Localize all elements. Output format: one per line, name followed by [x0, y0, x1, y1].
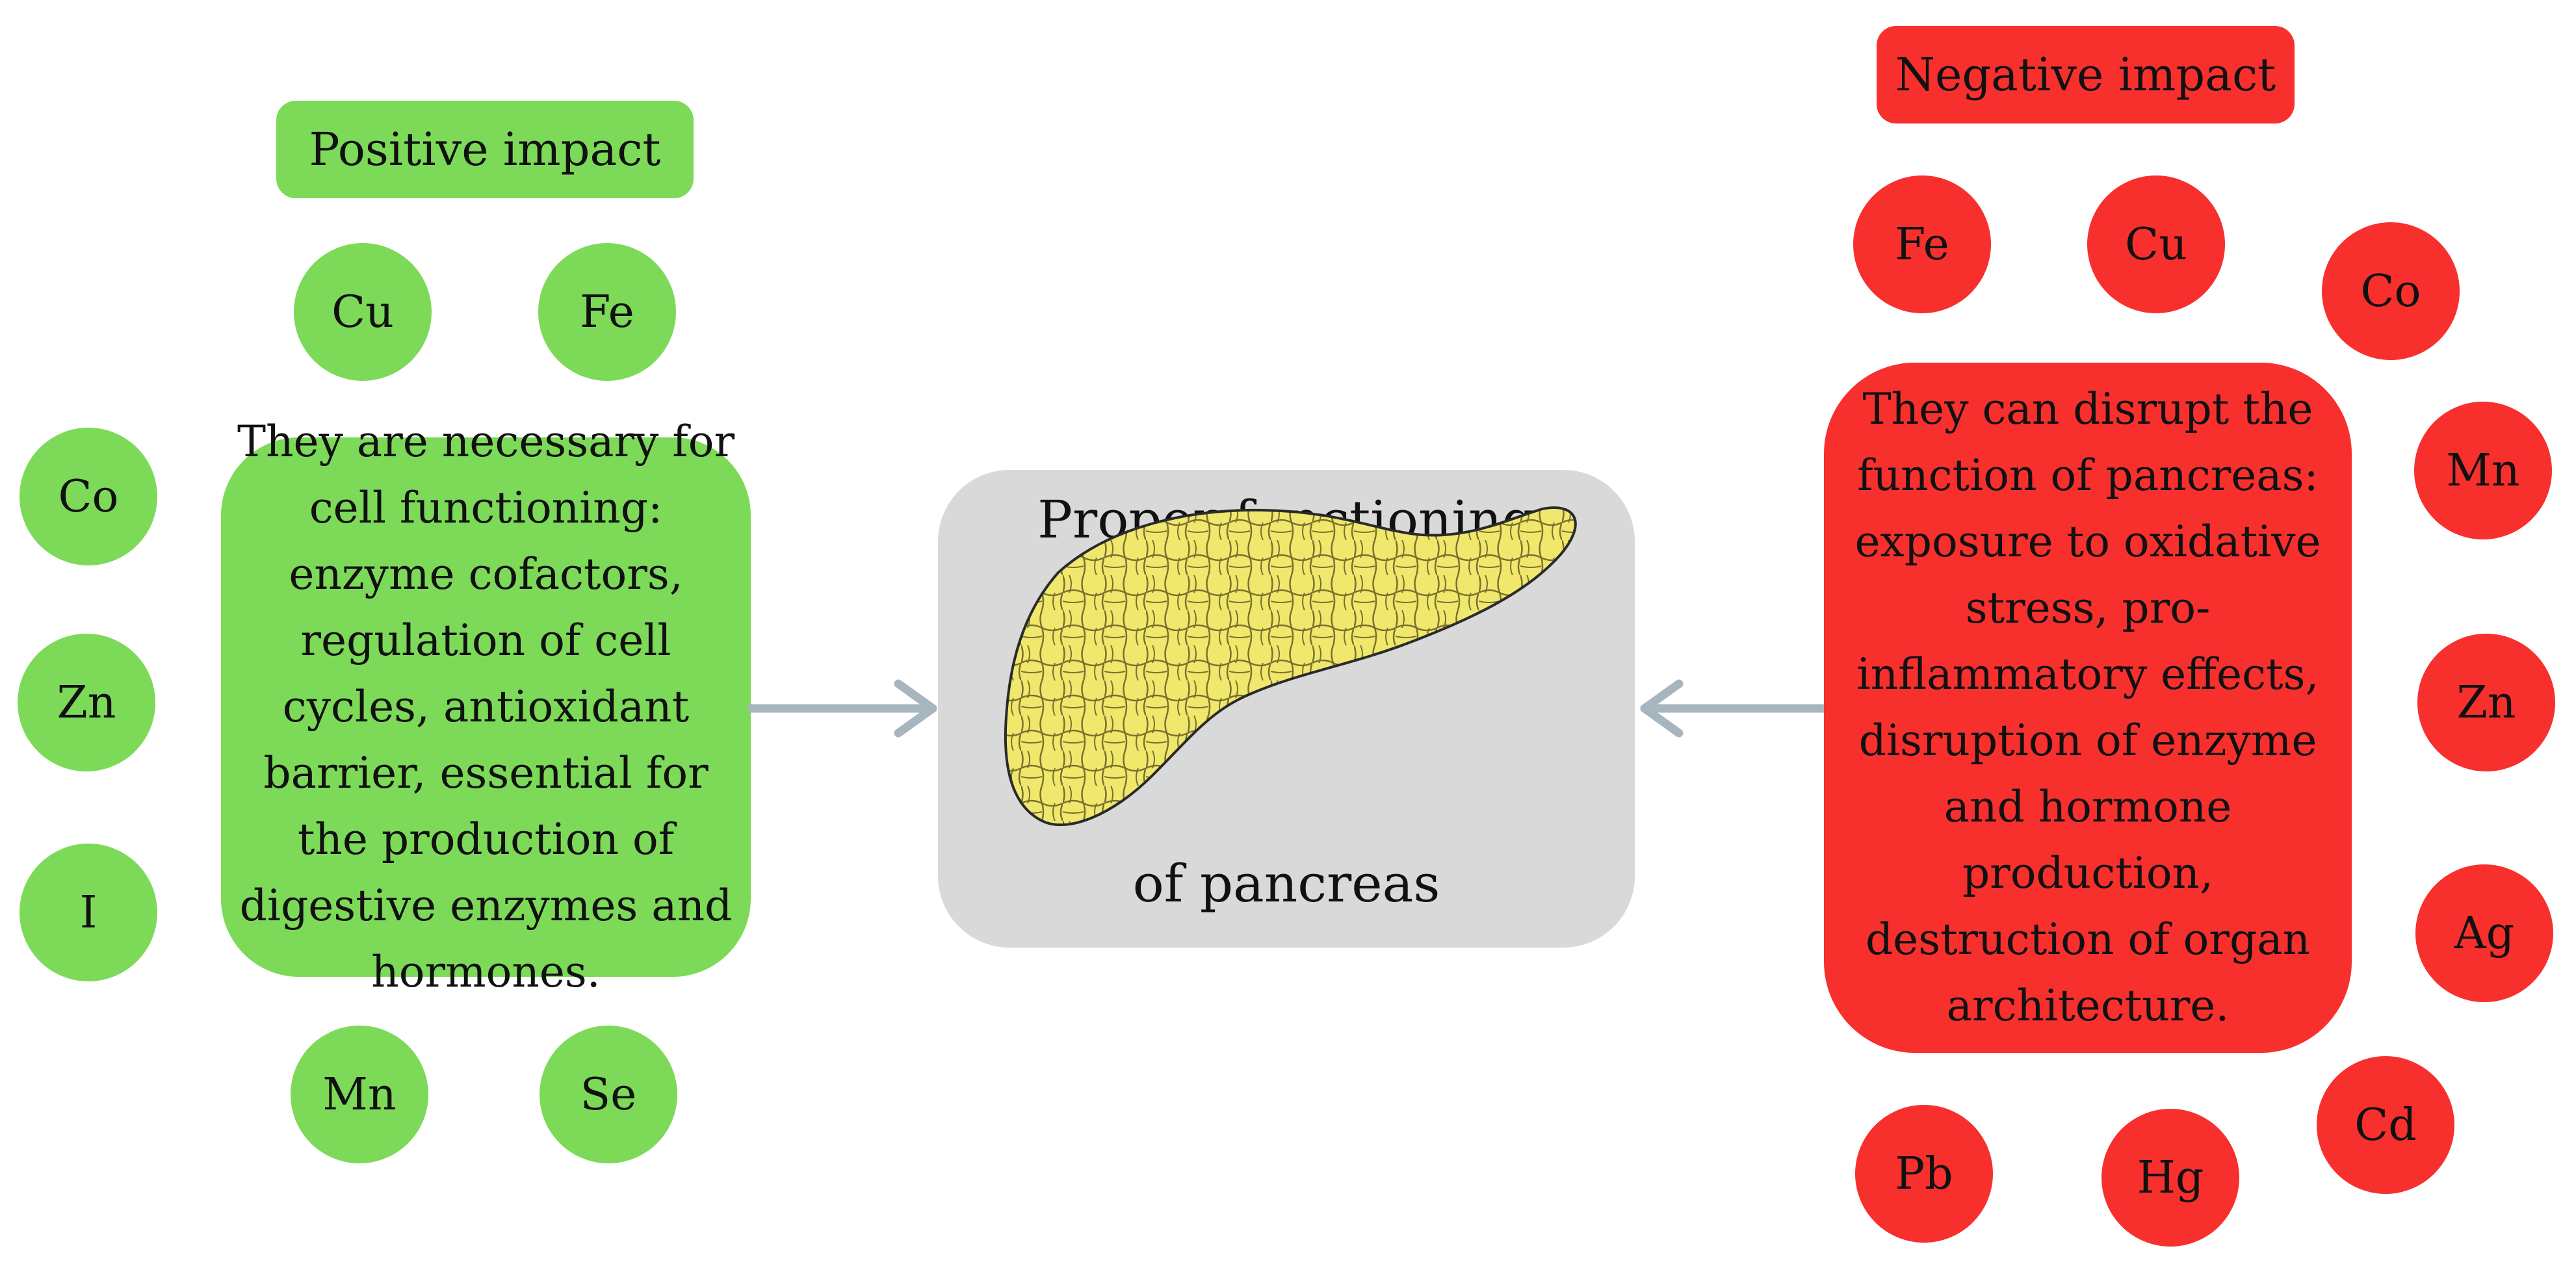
negative-element-ag: Ag: [2415, 864, 2553, 1002]
right-arrow-icon: [748, 679, 937, 738]
negative-element-co: Co: [2322, 222, 2460, 360]
negative-element-cu: Cu: [2087, 175, 2225, 313]
negative-element-hg: Hg: [2101, 1109, 2239, 1247]
positive-element-fe: Fe: [538, 243, 676, 381]
negative-description: They can disrupt the function of pancrea…: [1824, 363, 2352, 1053]
pancreas-icon: [1004, 506, 1577, 827]
positive-description-text: They are necessary for cell functioning:…: [237, 417, 735, 997]
center-subtitle: of pancreas: [1132, 853, 1440, 914]
negative-element-zn: Zn: [2417, 634, 2555, 771]
positive-element-cu: Cu: [294, 243, 432, 381]
center-panel: Proper functioning of pancreas: [938, 470, 1635, 948]
positive-element-se: Se: [540, 1026, 677, 1163]
positive-element-zn: Zn: [18, 634, 155, 771]
negative-element-mn: Mn: [2414, 402, 2552, 539]
positive-description: They are necessary for cell functioning:…: [221, 417, 751, 997]
negative-description-text: They can disrupt the function of pancrea…: [1854, 384, 2321, 1031]
left-arrow-icon: [1640, 679, 1830, 738]
positive-element-mn: Mn: [291, 1026, 428, 1163]
negative-impact-label: Negative impact: [1877, 26, 2295, 123]
positive-impact-label: Positive impact: [276, 101, 694, 198]
negative-element-fe: Fe: [1853, 175, 1991, 313]
positive-element-i: I: [20, 844, 157, 981]
negative-element-cd: Cd: [2317, 1056, 2454, 1194]
positive-element-co: Co: [20, 428, 157, 565]
negative-element-pb: Pb: [1855, 1105, 1993, 1243]
